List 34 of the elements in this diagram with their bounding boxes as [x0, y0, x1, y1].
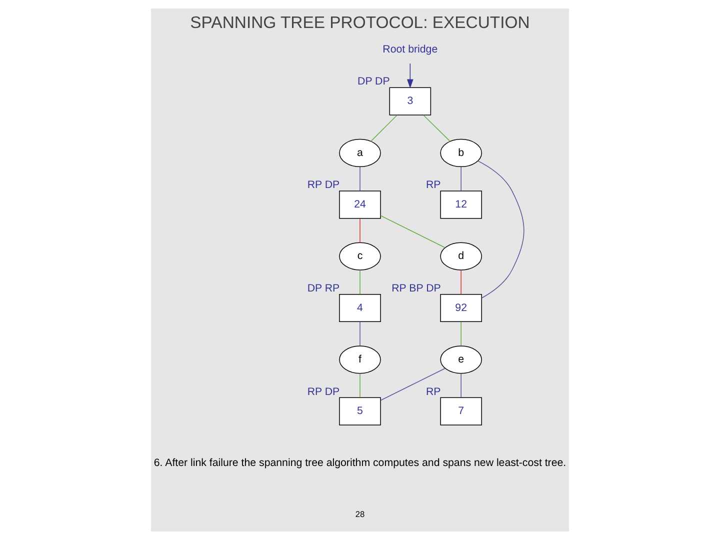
- node-label: RP DP: [307, 179, 340, 192]
- connector: [460, 166, 462, 191]
- node-box: 12: [440, 190, 482, 219]
- node-label: RP BP DP: [392, 282, 441, 294]
- node-label: RP: [426, 179, 441, 192]
- node-label: RP: [426, 386, 441, 398]
- node-ellipse: b: [440, 138, 482, 168]
- node-ellipse: e: [440, 346, 482, 374]
- node-box: 24: [339, 190, 381, 219]
- connector: [460, 270, 462, 294]
- node-label: RP DP: [307, 386, 340, 398]
- connector: [423, 114, 450, 142]
- node-ellipse: a: [339, 138, 381, 168]
- connector: [370, 114, 398, 142]
- connector: [478, 160, 524, 298]
- node-box: 92: [440, 294, 482, 322]
- node-box: 3: [389, 87, 432, 116]
- label: 28: [355, 508, 365, 519]
- connector: [460, 322, 462, 346]
- connector: [460, 373, 462, 398]
- node-ellipse: d: [440, 242, 482, 270]
- node-box: 7: [440, 397, 482, 426]
- connector: [380, 368, 446, 401]
- arrow: [406, 63, 414, 88]
- node-ellipse: c: [339, 242, 381, 270]
- node-ellipse: f: [339, 346, 381, 374]
- node-label: DP DP: [358, 76, 390, 88]
- node-box: 4: [339, 294, 381, 322]
- node-label: DP RP: [307, 282, 340, 294]
- caption: 6. After link failure the spanning tree algorithm computes and spans new least-cost tree.: [154, 456, 566, 469]
- connector: [380, 215, 446, 248]
- node-box: 5: [339, 397, 381, 426]
- node-text: Root bridge: [382, 43, 438, 56]
- diagram-title: SPANNING TREE PROTOCOL: EXECUTION: [190, 13, 530, 32]
